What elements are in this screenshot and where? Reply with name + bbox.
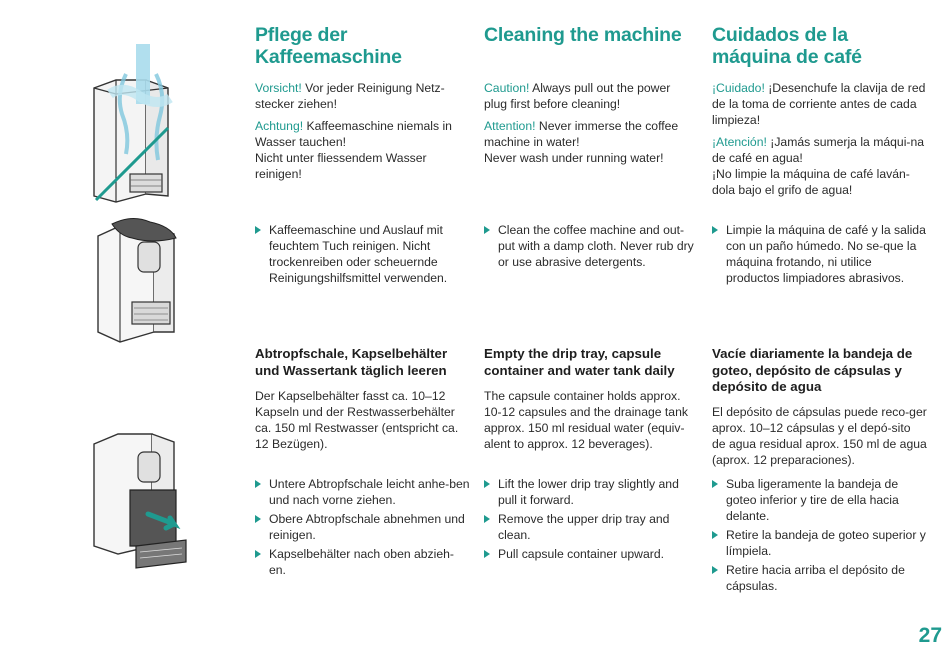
list-item: Retire la bandeja de goteo superior y lí… bbox=[712, 527, 927, 559]
caution-label: Caution! bbox=[484, 81, 530, 95]
attention-label: Attention! bbox=[484, 119, 536, 133]
section-description-spanish: El depósito de cápsulas puede reco-ger a… bbox=[712, 405, 927, 467]
machine-under-water-crossed-out-illustration bbox=[93, 44, 173, 203]
attention-text: ¡Jamás sumerja la máqui-na de café en ag… bbox=[712, 135, 925, 165]
triangle-bullet-icon bbox=[484, 480, 490, 488]
machine-drip-tray-removal-illustration bbox=[93, 433, 187, 569]
cleaning-steps-german: Kaffeemaschine und Auslauf mit feuchtem … bbox=[255, 222, 470, 289]
list-item: Retire hacia arriba el depósito de cápsu… bbox=[712, 562, 927, 594]
section-description-german: Der Kapselbehälter fasst ca. 10–12 Kapse… bbox=[255, 389, 459, 451]
attention-text: Never immerse the coffee machine in wate… bbox=[484, 119, 679, 149]
list-item: Limpie la máquina de café y la salida co… bbox=[712, 222, 927, 286]
emptying-steps-german: Untere Abtropfschale leicht anhe-ben und… bbox=[255, 476, 470, 581]
list-item: Kapselbehälter nach oben abzieh-en. bbox=[255, 546, 470, 578]
caution-text: ¡Desenchufe la clavija de red de la toma… bbox=[712, 81, 926, 127]
triangle-bullet-icon bbox=[712, 566, 718, 574]
warnings-german: Vorsicht! Vor jeder Reinigung Netz-steck… bbox=[255, 80, 470, 188]
triangle-bullet-icon bbox=[255, 550, 261, 558]
section-title-german: Abtropfschale, Kapselbehälter und Wasser… bbox=[255, 346, 448, 378]
triangle-bullet-icon bbox=[712, 531, 718, 539]
triangle-bullet-icon bbox=[484, 550, 490, 558]
emptying-steps-english: Lift the lower drip tray slightly and pu… bbox=[484, 476, 694, 565]
list-item: Clean the coffee machine and out-put wit… bbox=[484, 222, 694, 270]
title-english: Cleaning the machine bbox=[484, 24, 682, 46]
list-item: Kaffeemaschine und Auslauf mit feuchtem … bbox=[255, 222, 470, 286]
cleaning-steps-spanish: Limpie la máquina de café y la salida co… bbox=[712, 222, 927, 289]
warnings-spanish: ¡Cuidado! ¡Desenchufe la clavija de red … bbox=[712, 80, 927, 204]
section-title-spanish: Vacíe diariamente la bandeja de goteo, d… bbox=[712, 346, 913, 394]
triangle-bullet-icon bbox=[484, 515, 490, 523]
cleaning-steps-english: Clean the coffee machine and out-put wit… bbox=[484, 222, 694, 273]
triangle-bullet-icon bbox=[255, 515, 261, 523]
attention-text-2: Never wash under running water! bbox=[484, 151, 664, 165]
section-title-english: Empty the drip tray, capsule container a… bbox=[484, 346, 675, 378]
triangle-bullet-icon bbox=[712, 226, 718, 234]
list-item: Lift the lower drip tray slightly and pu… bbox=[484, 476, 694, 508]
list-item: Pull capsule container upward. bbox=[484, 546, 694, 562]
attention-text: Kaffeemaschine niemals in Wasser tauchen… bbox=[255, 119, 452, 149]
caution-label: Vorsicht! bbox=[255, 81, 302, 95]
caution-text: Always pull out the power plug first bef… bbox=[484, 81, 671, 111]
list-item: Obere Abtropfschale abnehmen und reinige… bbox=[255, 511, 470, 543]
triangle-bullet-icon bbox=[484, 226, 490, 234]
page-number: 27 bbox=[918, 624, 942, 647]
title-german: Pflege der Kaffeemaschine bbox=[255, 24, 402, 68]
triangle-bullet-icon bbox=[712, 480, 718, 488]
section-description-english: The capsule container holds approx. 10-1… bbox=[484, 389, 688, 451]
warnings-english: Caution! Always pull out the power plug … bbox=[484, 80, 694, 172]
list-item: Remove the upper drip tray and clean. bbox=[484, 511, 694, 543]
machine-cleaning-with-cloth-illustration bbox=[97, 218, 177, 343]
emptying-steps-spanish: Suba ligeramente la bandeja de goteo inf… bbox=[712, 476, 927, 597]
caution-text: Vor jeder Reinigung Netz-stecker ziehen! bbox=[255, 81, 445, 111]
attention-text-2: Nicht unter fliessendem Wasser reinigen! bbox=[255, 151, 427, 181]
triangle-bullet-icon bbox=[255, 480, 261, 488]
attention-label: Achtung! bbox=[255, 119, 304, 133]
list-item: Untere Abtropfschale leicht anhe-ben und… bbox=[255, 476, 470, 508]
attention-text-2: ¡No limpie la máquina de café laván-dola… bbox=[712, 167, 910, 197]
triangle-bullet-icon bbox=[255, 226, 261, 234]
title-spanish: Cuidados de la máquina de café bbox=[712, 24, 862, 68]
attention-label: ¡Atención! bbox=[712, 135, 767, 149]
caution-label: ¡Cuidado! bbox=[712, 81, 765, 95]
list-item: Suba ligeramente la bandeja de goteo inf… bbox=[712, 476, 927, 524]
